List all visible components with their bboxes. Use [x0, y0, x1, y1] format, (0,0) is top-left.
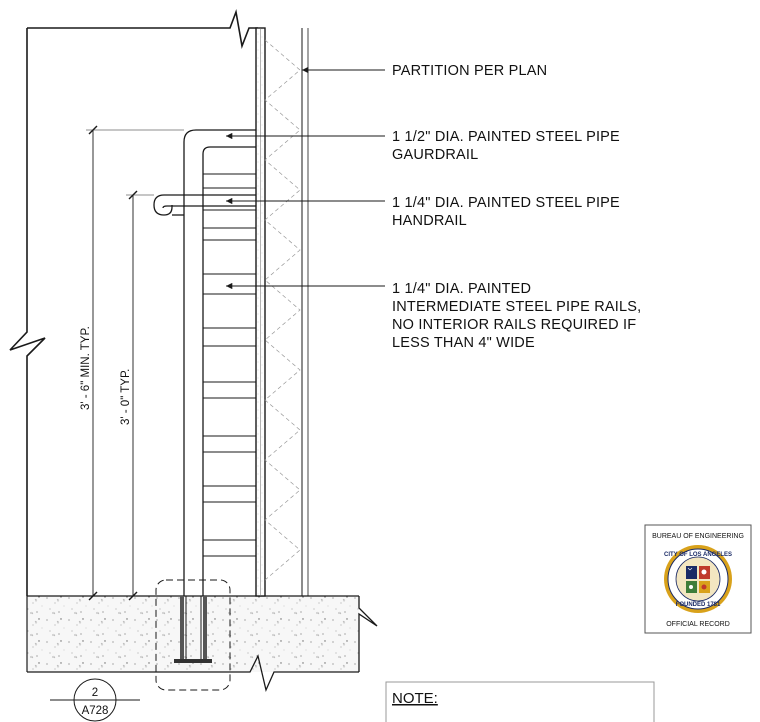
stamp-top-text: BUREAU OF ENGINEERING	[652, 533, 744, 540]
note-heading: NOTE:	[392, 690, 438, 707]
stamp-bottom-text: OFFICIAL RECORD	[666, 621, 730, 628]
seal-bottom-text: FOUNDED 1781	[676, 602, 721, 608]
concrete-slab	[26, 595, 378, 693]
detail-number: 2	[92, 687, 98, 699]
callout-intermediate-line2: INTERMEDIATE STEEL PIPE RAILS,	[392, 299, 641, 315]
dimension-lines	[86, 125, 184, 601]
callout-handrail-line1: 1 1/4" DIA. PAINTED STEEL PIPE	[392, 195, 620, 211]
callout-intermediate-line3: NO INTERIOR RAILS REQUIRED IF	[392, 317, 636, 333]
callout-intermediate-line1: 1 1/4" DIA. PAINTED	[392, 281, 531, 297]
leader-lines	[225, 66, 385, 290]
handrail	[153, 194, 256, 216]
guardrail	[183, 129, 256, 596]
callout-intermediate-line4: LESS THAN 4" WIDE	[392, 335, 535, 351]
official-record-stamp: BUREAU OF ENGINEERING CITY OF LOS ANGELE…	[644, 524, 752, 634]
city-seal-icon	[664, 545, 732, 613]
callout-partition: PARTITION PER PLAN	[392, 63, 547, 79]
note-box: NOTE:	[385, 681, 655, 722]
intermediate-rails	[203, 173, 256, 557]
detail-tag: 2 A728	[50, 678, 140, 722]
guardrail-height-dimension: 3' - 6" MIN. TYP.	[80, 326, 92, 410]
callout-guardrail-line1: 1 1/2" DIA. PAINTED STEEL PIPE	[392, 129, 620, 145]
post-footing	[155, 579, 231, 691]
detail-sheet: A728	[82, 705, 109, 717]
boundary-outline	[9, 8, 258, 596]
handrail-height-dimension: 3' - 0" TYP.	[120, 369, 132, 425]
seal-top-text: CITY OF LOS ANGELES	[664, 552, 732, 558]
callout-guardrail-line2: GAURDRAIL	[392, 147, 478, 163]
partition-wall	[255, 27, 309, 597]
callout-handrail-line2: HANDRAIL	[392, 213, 467, 229]
